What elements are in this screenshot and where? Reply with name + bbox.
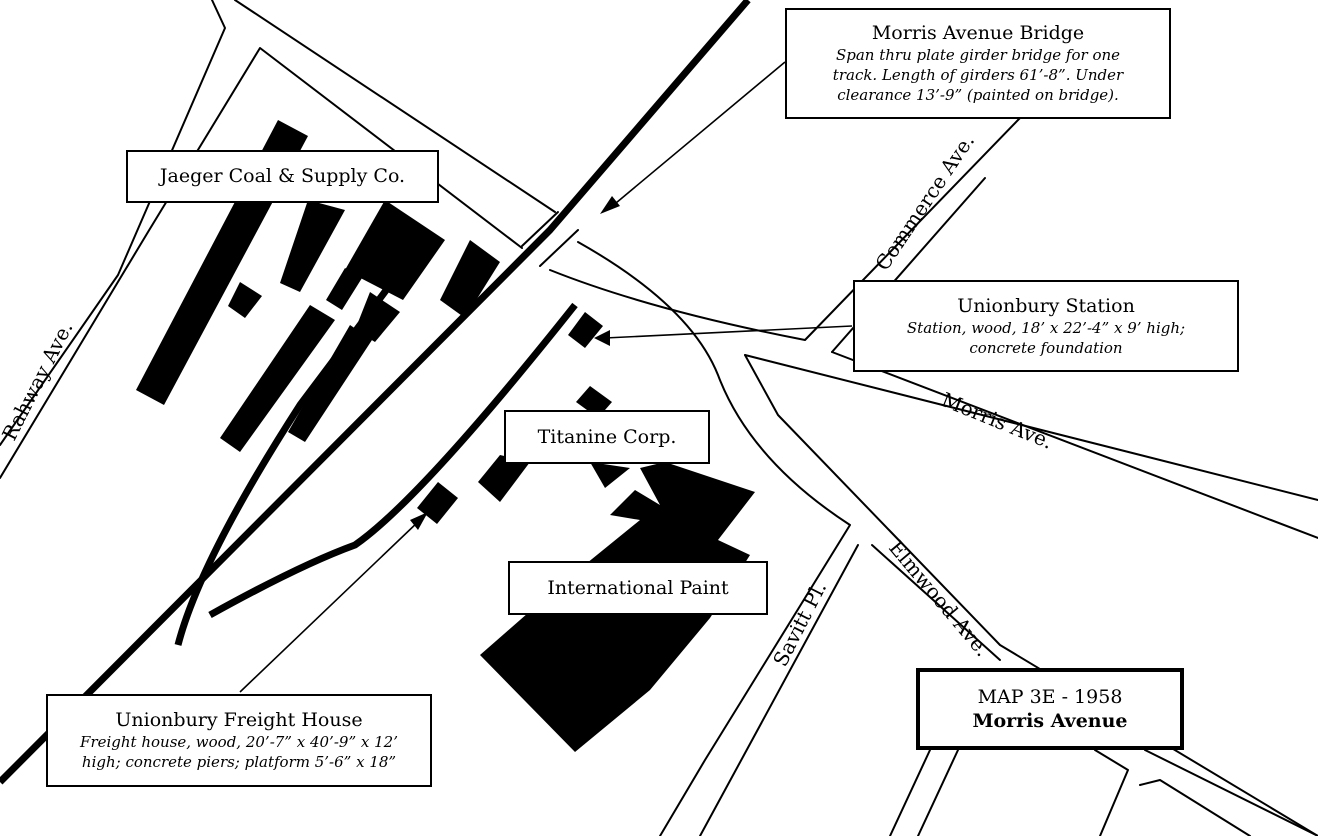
street-label-rahway: Rahway Ave. bbox=[0, 317, 78, 444]
callout-leaders bbox=[239, 61, 853, 693]
callout-jaeger-coal: Jaeger Coal & Supply Co. bbox=[126, 150, 439, 203]
callout-description: clearance 13’-9” (painted on bridge). bbox=[837, 86, 1119, 104]
callout-description: high; concrete piers; platform 5’-6” x 1… bbox=[81, 753, 397, 771]
callout-title: International Paint bbox=[547, 576, 729, 599]
callout-unionbury-freight-house: Unionbury Freight House Freight house, w… bbox=[46, 694, 432, 787]
morris-avenue-bridge bbox=[521, 211, 579, 267]
callout-title: Unionbury Freight House bbox=[115, 709, 363, 731]
callout-description: Freight house, wood, 20’-7” x 40’-9” x 1… bbox=[80, 733, 398, 751]
railroad-tracks bbox=[0, 0, 751, 785]
callout-unionbury-station: Unionbury Station Station, wood, 18’ x 2… bbox=[853, 280, 1239, 372]
callout-description: Station, wood, 18’ x 22’-4” x 9’ high; bbox=[906, 318, 1186, 337]
southeast-streets bbox=[889, 749, 1318, 836]
morris-ave-north-road bbox=[234, 0, 556, 213]
callout-title: Unionbury Station bbox=[957, 294, 1135, 317]
callout-title: Morris Avenue Bridge bbox=[871, 22, 1085, 44]
morris-ave-east-road bbox=[549, 107, 1318, 539]
callout-title: Titanine Corp. bbox=[537, 425, 677, 448]
elmwood-ave-road bbox=[577, 241, 851, 836]
map-subtitle: Morris Avenue bbox=[972, 710, 1128, 732]
street-label-savitt: Savitt Pl. bbox=[768, 577, 831, 670]
callout-titanine-corp: Titanine Corp. bbox=[504, 410, 710, 464]
unionbury-freight-house-building bbox=[417, 482, 458, 524]
callout-description: Span thru plate girder bridge for one bbox=[835, 46, 1121, 64]
callout-description: concrete foundation bbox=[969, 338, 1123, 357]
callout-morris-avenue-bridge: Morris Avenue Bridge Span thru plate gir… bbox=[785, 8, 1171, 119]
callout-international-paint: International Paint bbox=[508, 561, 768, 615]
callout-title: Jaeger Coal & Supply Co. bbox=[159, 165, 406, 187]
map-title: MAP 3E - 1958 bbox=[977, 686, 1123, 708]
unionbury-station-building bbox=[568, 312, 603, 348]
map-title-box: MAP 3E - 1958 Morris Avenue bbox=[916, 668, 1184, 750]
savitt-pl-east-road bbox=[871, 544, 1001, 661]
savitt-pl-road bbox=[699, 544, 859, 836]
street-label-elmwood: Elmwood Ave. bbox=[884, 536, 995, 661]
callout-description: track. Length of girders 61’-8”. Under bbox=[832, 66, 1124, 84]
street-label-morris: Morris Ave. bbox=[938, 387, 1056, 453]
